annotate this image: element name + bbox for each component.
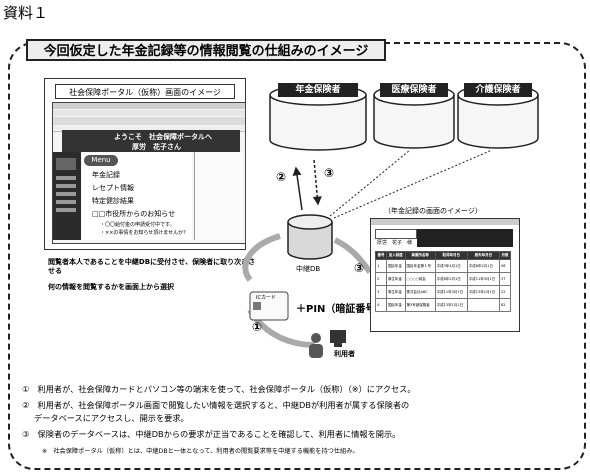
table-cell: 22	[499, 285, 511, 299]
table-header-cell: 番号	[375, 251, 387, 260]
relay-db-cylinder	[287, 214, 333, 260]
pin-label: ＋PIN（暗証番号）	[296, 304, 386, 315]
welcome-line-1: ようこそ 社会保障ポータルへ	[114, 133, 212, 141]
window-titlebar	[371, 219, 519, 225]
document-label: 資料１	[3, 4, 49, 22]
browser-menubar	[53, 110, 245, 116]
nav-line	[56, 208, 76, 212]
welcome-line-2: 厚労 花子さん	[132, 143, 181, 151]
table-cell: 国民年金	[385, 259, 406, 273]
sub-item: ・〇〇給付金の申請受付中です。	[100, 222, 175, 228]
nav-line	[56, 176, 76, 180]
table-cell: ○○○○商会	[404, 272, 436, 286]
note-step-2: ② 利用者が、社会保障ポータル画面で閲覧したい情報を選択すると、中継DBが利用者…	[22, 400, 410, 410]
nav-line	[56, 200, 76, 204]
care-insurer-label: 介護保険者	[464, 83, 532, 97]
ic-card-icon	[249, 291, 289, 321]
diagram-title: 今回仮定した年金記録等の情報閲覧の仕組みのイメージ	[26, 39, 386, 61]
table-cell: 厚生年金	[385, 285, 406, 299]
header-block	[417, 229, 513, 247]
step-3-marker-lower: ③	[354, 261, 365, 275]
table-header-cell: 加入制度	[385, 251, 406, 260]
menu-item-receipt-info[interactable]: レセプト情報	[92, 184, 134, 192]
table-cell	[466, 298, 501, 312]
table-header-cell: 喪失年月日	[466, 251, 501, 260]
menu-pill: Menu	[84, 155, 118, 166]
nav-line	[56, 192, 76, 196]
note-step-3: ③ 保険者のデータベースは、中継DBからの要求が正当であることを確認して、利用者…	[22, 429, 401, 439]
sub-item: ・××の事情をお知らせ頂けませんか？	[100, 230, 189, 236]
note-select-info: 何の情報を閲覧するかを画面上から選択	[48, 283, 174, 291]
table-cell: 58	[499, 259, 511, 273]
table-cell: 厚生年金	[385, 272, 406, 286]
menu-item-health-checkup[interactable]: 特定健診結果	[92, 197, 134, 205]
menu-item-pension-record[interactable]: 年金記録	[92, 171, 120, 179]
note-step-2-cont: データベースにアクセスし、開示を要求。	[34, 413, 189, 423]
table-cell: 3	[375, 285, 387, 299]
medical-insurer-label: 医療保険者	[380, 83, 448, 97]
table-cell: 平成3年4月1日	[434, 259, 468, 273]
portal-banner: ようこそ 社会保障ポータルへ 厚労 花子さん	[62, 130, 240, 152]
info-box	[375, 229, 417, 239]
table-cell: 平成11年3月1日	[466, 272, 501, 286]
user-icon	[309, 330, 346, 358]
table-cell: 第3号被保険者	[404, 298, 436, 312]
ic-card-label: ICカード	[256, 295, 276, 301]
footnote: ※ 社会保障ポータル（仮称）とは、中継DBと一体となって、利用者の閲覧要求等を中…	[42, 448, 359, 455]
pension-screen-caption: （年金記録の画面のイメージ）	[384, 207, 482, 215]
browser-titlebar	[53, 103, 245, 109]
step-1-marker: ①	[252, 320, 263, 334]
table-cell: 株式会社ABC	[404, 285, 436, 299]
pension-insurer-label: 年金保険者	[278, 83, 358, 97]
portal-side-nav	[53, 152, 81, 240]
table-header-row: 番号加入制度事業所名称取得年月日喪失年月日月数	[375, 251, 511, 260]
table-cell: 国民年金第１号	[404, 259, 436, 273]
user-label: 利用者	[334, 350, 355, 358]
table-cell: 4	[375, 298, 387, 312]
portal-right-column	[194, 152, 243, 240]
table-cell: 1	[375, 259, 387, 273]
table-cell: 平成8年2月1日	[434, 272, 468, 286]
table-cell: 37	[499, 272, 511, 286]
table-cell: 国民年金	[385, 298, 406, 312]
step-3-marker-upper: ③	[324, 166, 335, 180]
member-name: 厚労 花子 様	[377, 240, 413, 246]
table-cell: 平成13年1月1日	[434, 298, 468, 312]
portal-screen-caption: 社会保障ポータル（仮称）画面のイメージ	[55, 84, 235, 99]
table-header-cell: 月数	[499, 251, 511, 260]
table-cell: 平成11年3月1日	[434, 285, 468, 299]
relay-db-label: 中継DB	[296, 265, 321, 273]
table-cell: 82	[499, 298, 511, 312]
portal-menu-area	[82, 152, 192, 240]
nav-block	[56, 158, 76, 170]
table-cell: 平成8年2月1日	[466, 259, 501, 273]
table-cell: 2	[375, 272, 387, 286]
nav-line	[56, 184, 76, 188]
table-cell: 平成13年1月1日	[466, 285, 501, 299]
table-header-cell: 事業所名称	[404, 251, 436, 260]
step-2-marker: ②	[276, 170, 287, 184]
note-step-1: ① 利用者が、社会保障カードとパソコン等の端末を使って、社会保障ポータル（仮称）…	[22, 384, 416, 394]
table-header-cell: 取得年月日	[434, 251, 468, 260]
browser-toolbar	[53, 117, 245, 125]
menu-item-city-notice[interactable]: □□市役所からのお知らせ	[92, 210, 176, 218]
note-identity: 閲覧者本人であることを中継DBに受付させ、保険者に取り次ぎさせる	[48, 258, 256, 275]
